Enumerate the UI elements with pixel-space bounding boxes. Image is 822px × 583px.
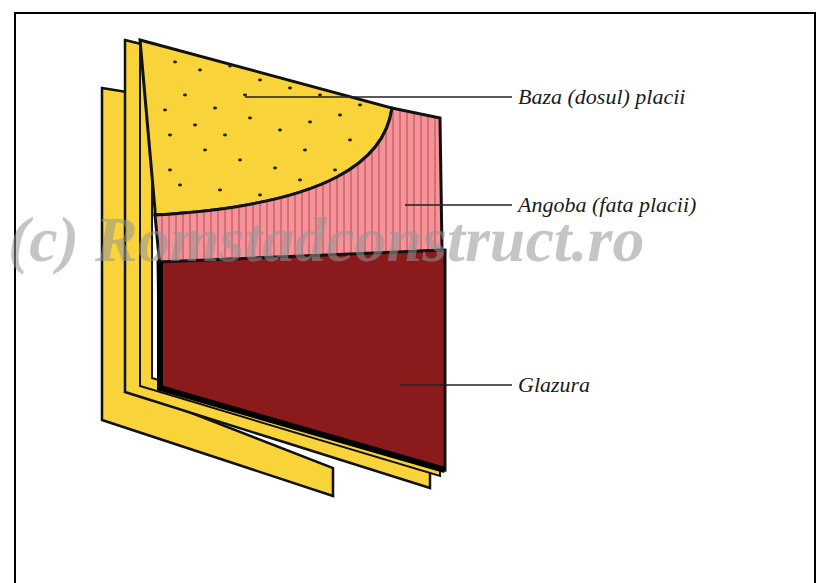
texture-dot [248, 117, 252, 120]
texture-dot [193, 124, 197, 127]
texture-dot [223, 134, 227, 137]
tile-glaze [158, 250, 445, 470]
texture-dot [198, 69, 202, 72]
texture-dot [228, 65, 232, 68]
texture-dot [258, 79, 262, 82]
texture-dot [178, 184, 182, 187]
texture-dot [203, 149, 207, 152]
part-label: Glazura [518, 373, 590, 397]
texture-dot [168, 134, 172, 137]
glaze-edge [160, 262, 445, 470]
texture-dot [168, 169, 172, 172]
texture-dot [183, 94, 187, 97]
texture-dot [258, 194, 262, 197]
leader-line [405, 204, 512, 206]
base-texture [163, 61, 362, 197]
texture-dot [333, 169, 337, 172]
texture-dot [163, 109, 167, 112]
part-label: Baza (dosul) placii [518, 85, 685, 109]
texture-dot [173, 61, 177, 64]
texture-dot [273, 167, 277, 170]
texture-dot [288, 87, 292, 90]
texture-dot [298, 179, 302, 182]
texture-dot [218, 189, 222, 192]
texture-dot [213, 107, 217, 110]
texture-dot [358, 104, 362, 107]
texture-dot [278, 129, 282, 132]
leader-line [245, 96, 512, 98]
texture-dot [338, 114, 342, 117]
texture-dot [318, 94, 322, 97]
texture-dot [308, 121, 312, 124]
frame [15, 13, 815, 583]
leader-line [400, 384, 512, 386]
texture-dot [243, 94, 247, 97]
texture-dot [348, 139, 352, 142]
texture-dot [303, 149, 307, 152]
texture-dot [238, 159, 242, 162]
watermark: (c) Romstadconstruct.ro [8, 208, 644, 272]
